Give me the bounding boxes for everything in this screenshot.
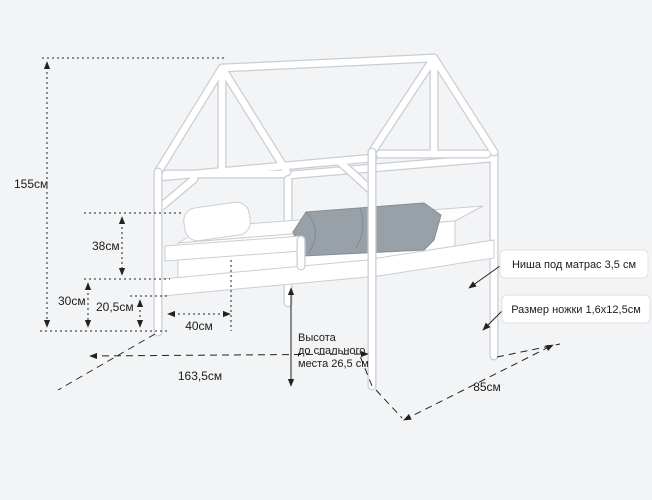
- callout-leg-size: Размер ножки 1,6x12,5см: [482, 294, 651, 331]
- label-board-top-height: 30см: [58, 294, 86, 308]
- dimension-rail-height: 38см: [84, 212, 182, 280]
- label-sleeping-height-2: до спального: [298, 345, 365, 357]
- label-length: 163,5см: [178, 369, 222, 383]
- label-sleeping-height-1: Высота: [298, 332, 337, 344]
- dimension-total-height: 155см: [14, 57, 226, 332]
- label-under-bed-clearance: 20,5см: [96, 300, 134, 314]
- blanket-fold: [305, 211, 316, 255]
- pillow: [183, 201, 251, 242]
- label-sleeping-height-3: места 26,5 см: [298, 358, 369, 370]
- label-total-height: 155см: [14, 177, 48, 191]
- label-rail-height: 38см: [92, 239, 120, 253]
- dimension-sleeping-height: Высота до спального места 26,5 см: [287, 287, 369, 387]
- label-width: 85см: [473, 380, 501, 394]
- callout-mattress-niche: Ниша под матрас 3,5 см: [468, 249, 649, 289]
- dimension-length: 163,5см: [57, 333, 373, 391]
- blanket-fold-2: [355, 207, 364, 249]
- callout-mattress-niche-box: [499, 249, 649, 279]
- blanket: [292, 202, 442, 257]
- bedding: [177, 201, 484, 283]
- dimension-width: 85см: [375, 343, 561, 421]
- callout-leg-size-label: Размер ножки 1,6x12,5см: [511, 304, 641, 316]
- callout-leg-size-box: [501, 294, 651, 324]
- dimension-under-bed-clearance: 20,5см: [96, 295, 170, 328]
- dimension-board-top-height: 30см: [58, 282, 92, 328]
- callout-mattress-niche-label: Ниша под матрас 3,5 см: [512, 259, 636, 271]
- dimension-entry-width: 40см: [167, 260, 232, 333]
- label-entry-width: 40см: [185, 319, 213, 333]
